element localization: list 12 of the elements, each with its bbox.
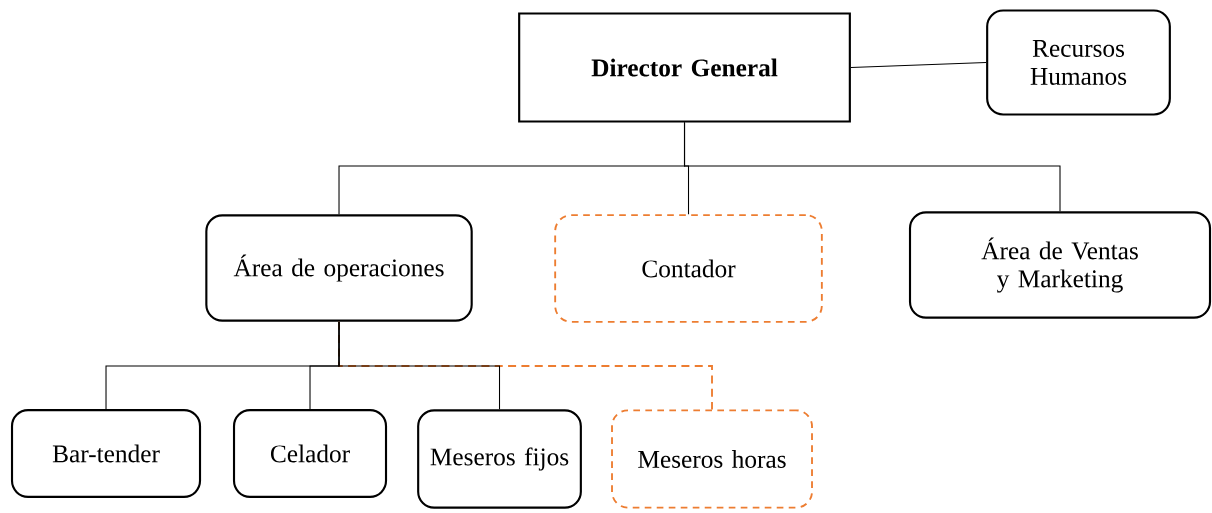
connector-line (338, 321, 501, 410)
staff-box: Celador (232, 409, 388, 498)
connector-line (683, 122, 1061, 212)
department-box: Recursos Humanos (986, 9, 1171, 116)
director-box: Director General (518, 12, 851, 123)
staff-box: Meseros fijos (417, 409, 582, 509)
department-box: Área de Ventas y Marketing (908, 211, 1212, 319)
staff-box: Bar-tender (10, 409, 202, 498)
department-box: Contador (554, 214, 823, 323)
department-box: Área de operaciones (205, 214, 473, 322)
connector-line (850, 61, 987, 69)
staff-box: Meseros horas (611, 409, 813, 509)
